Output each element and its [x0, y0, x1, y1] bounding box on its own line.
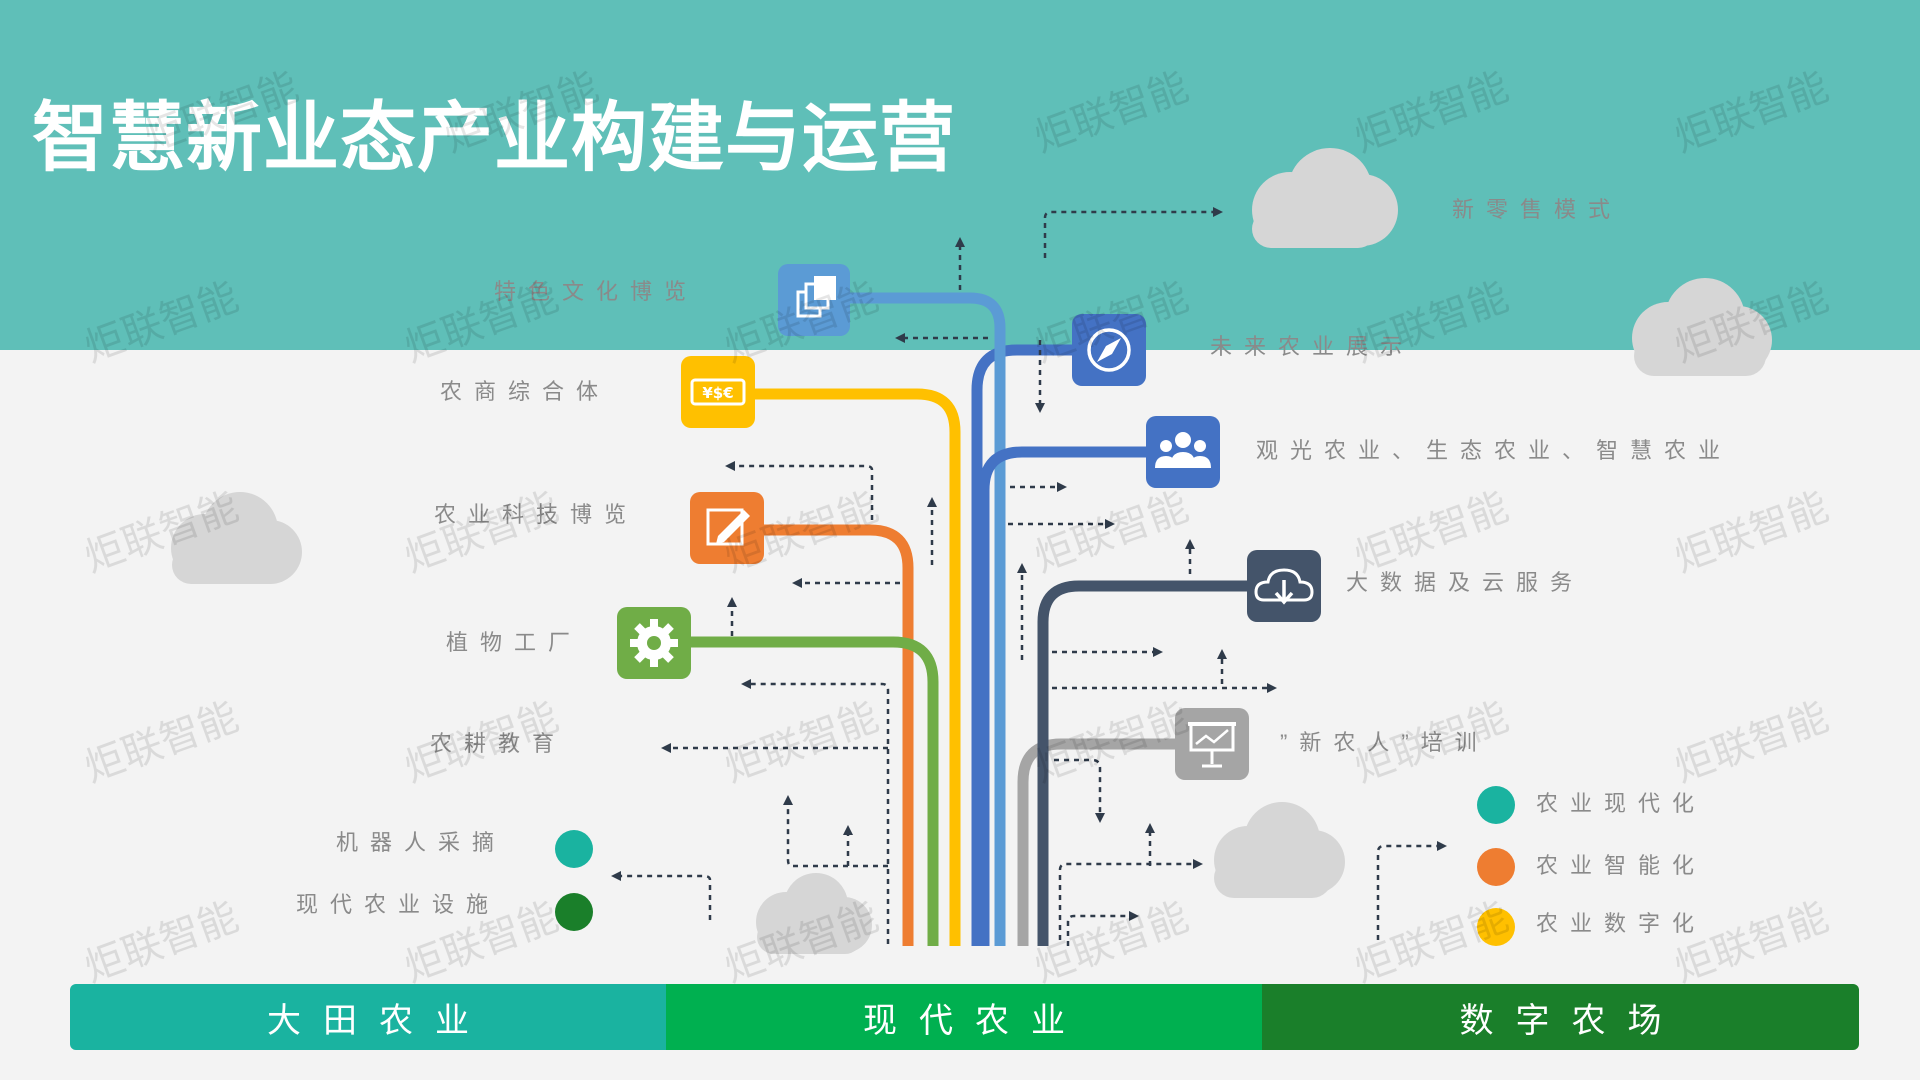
label-sheshi: 现代农业设施 [296, 892, 501, 917]
presentation-icon [1175, 708, 1249, 780]
arrow [741, 679, 890, 944]
label-tese-wenhua: 特色文化博览 [494, 279, 699, 304]
cloud-icon [1252, 148, 1398, 248]
bottom-bar-datian: 大田农业 [70, 984, 666, 1050]
label-jiqiren: 机器人采摘 [336, 830, 507, 855]
branch-line-dashuju [1037, 580, 1250, 946]
label-xinnongren: ”新农人”培训 [1280, 730, 1489, 755]
label-keji-bolan: 农业科技博览 [434, 502, 639, 527]
edit-icon [690, 492, 764, 564]
page-title: 智慧新业态产业构建与运营 [32, 96, 956, 181]
people-icon [1146, 416, 1220, 488]
label-dashuju: 大数据及云服务 [1346, 570, 1585, 595]
arrow [1058, 859, 1203, 940]
label-nongshang: 农商综合体 [440, 379, 611, 404]
branch-line-xinnongren [1017, 738, 1180, 946]
header-band [0, 0, 1920, 350]
gear-icon [617, 607, 691, 679]
label-nonggeng: 农耕教育 [430, 731, 567, 756]
bottom-bar-shuzi: 数字农场 [1262, 984, 1859, 1050]
dot-dark-green [555, 893, 593, 931]
cloud-icon [1214, 802, 1345, 898]
dot-teal [555, 830, 593, 868]
legend-label-xiandaihua: 农业现代化 [1536, 791, 1707, 816]
legend-label-shuzihua: 农业数字化 [1536, 911, 1707, 936]
bottom-bar-xiandai: 现代农业 [666, 984, 1262, 1050]
label-guanguang: 观光农业、生态农业、智慧农业 [1256, 438, 1733, 463]
arrow [1066, 911, 1139, 946]
arrow [611, 871, 712, 920]
cloud-icon [1632, 278, 1772, 376]
compass-icon [1072, 314, 1146, 386]
cloud-icon [756, 873, 872, 954]
branch-line-tese [840, 292, 1006, 946]
svg-text:¥$€: ¥$€ [702, 384, 733, 402]
branch-line-keji [690, 524, 914, 946]
cloud-icon [171, 492, 302, 584]
branch-line-nongshang [750, 388, 961, 946]
label-xin-lingshou: 新零售模式 [1452, 197, 1623, 222]
arrow [1054, 758, 1105, 823]
cloud-download-icon [1247, 550, 1321, 622]
arrow [1043, 207, 1223, 258]
branch-line-zhiwu [690, 636, 939, 946]
label-weilai-nongye: 未来农业展示 [1210, 334, 1415, 359]
arrow [1376, 841, 1447, 940]
arrow [783, 795, 888, 868]
legend-dot-xiandaihua [1477, 786, 1515, 824]
label-zhiwu-gongchang: 植物工厂 [446, 630, 583, 655]
money-icon: ¥$€ [681, 356, 755, 428]
copy-icon [778, 264, 850, 336]
legend-label-zhinenghua: 农业智能化 [1536, 853, 1707, 878]
arrow [725, 461, 874, 520]
legend-dot-zhinenghua [1477, 848, 1515, 886]
branch-line-weilai [971, 344, 1080, 946]
branch-line-guanguang [978, 446, 1150, 946]
legend-dot-shuzihua [1477, 908, 1515, 946]
